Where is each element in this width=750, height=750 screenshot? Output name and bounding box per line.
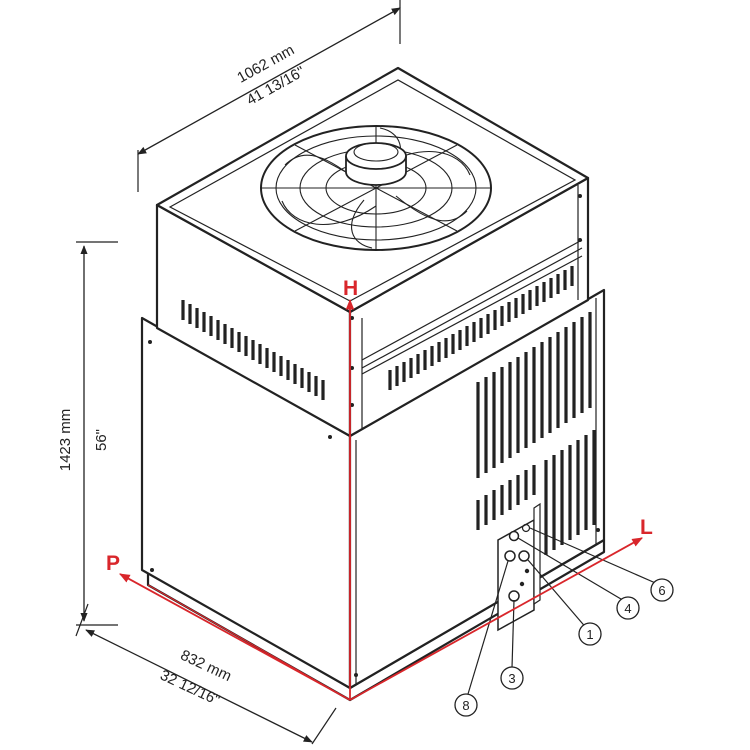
axis-h: H: [343, 277, 358, 700]
axis-p-label: P: [106, 552, 120, 575]
callout-1: 1: [578, 622, 602, 646]
callout-4: 4: [616, 596, 640, 620]
connection-3: [508, 590, 520, 602]
width-dimension-line: [137, 7, 401, 155]
louvers-lower-right-left: [476, 465, 536, 530]
callout-4-label: 4: [624, 601, 631, 616]
connection-1: [518, 550, 530, 562]
louvers-upper-left: [181, 300, 325, 400]
callout-8-label: 8: [462, 698, 469, 713]
connection-4: [508, 530, 520, 542]
callout-6: 6: [650, 578, 674, 602]
height-imperial-label: 56": [93, 429, 110, 451]
axis-p: P: [106, 552, 351, 701]
fan-grille: [260, 125, 492, 251]
fan-hub: [345, 142, 407, 186]
louvers-upper-right: [388, 266, 574, 390]
depth-dimension-line: [85, 629, 313, 743]
height-dimension: 1423 mm 56": [57, 241, 118, 626]
callout-3-label: 3: [508, 671, 515, 686]
height-metric-label: 1423 mm: [57, 409, 74, 472]
axis-l: L: [349, 516, 653, 701]
axis-h-label: H: [343, 277, 358, 300]
screws: [148, 194, 600, 677]
louvers-lower-right-bottom: [544, 430, 596, 555]
louvers-lower-right-top: [476, 312, 592, 478]
callout-leaders: [467, 527, 661, 695]
callout-1-label: 1: [586, 627, 593, 642]
connection-6: [521, 523, 531, 533]
axis-l-label: L: [640, 516, 653, 539]
callout-3: 3: [500, 666, 524, 690]
connection-8: [504, 550, 516, 562]
callout-8: 8: [454, 693, 478, 717]
callout-6-label: 6: [658, 583, 665, 598]
